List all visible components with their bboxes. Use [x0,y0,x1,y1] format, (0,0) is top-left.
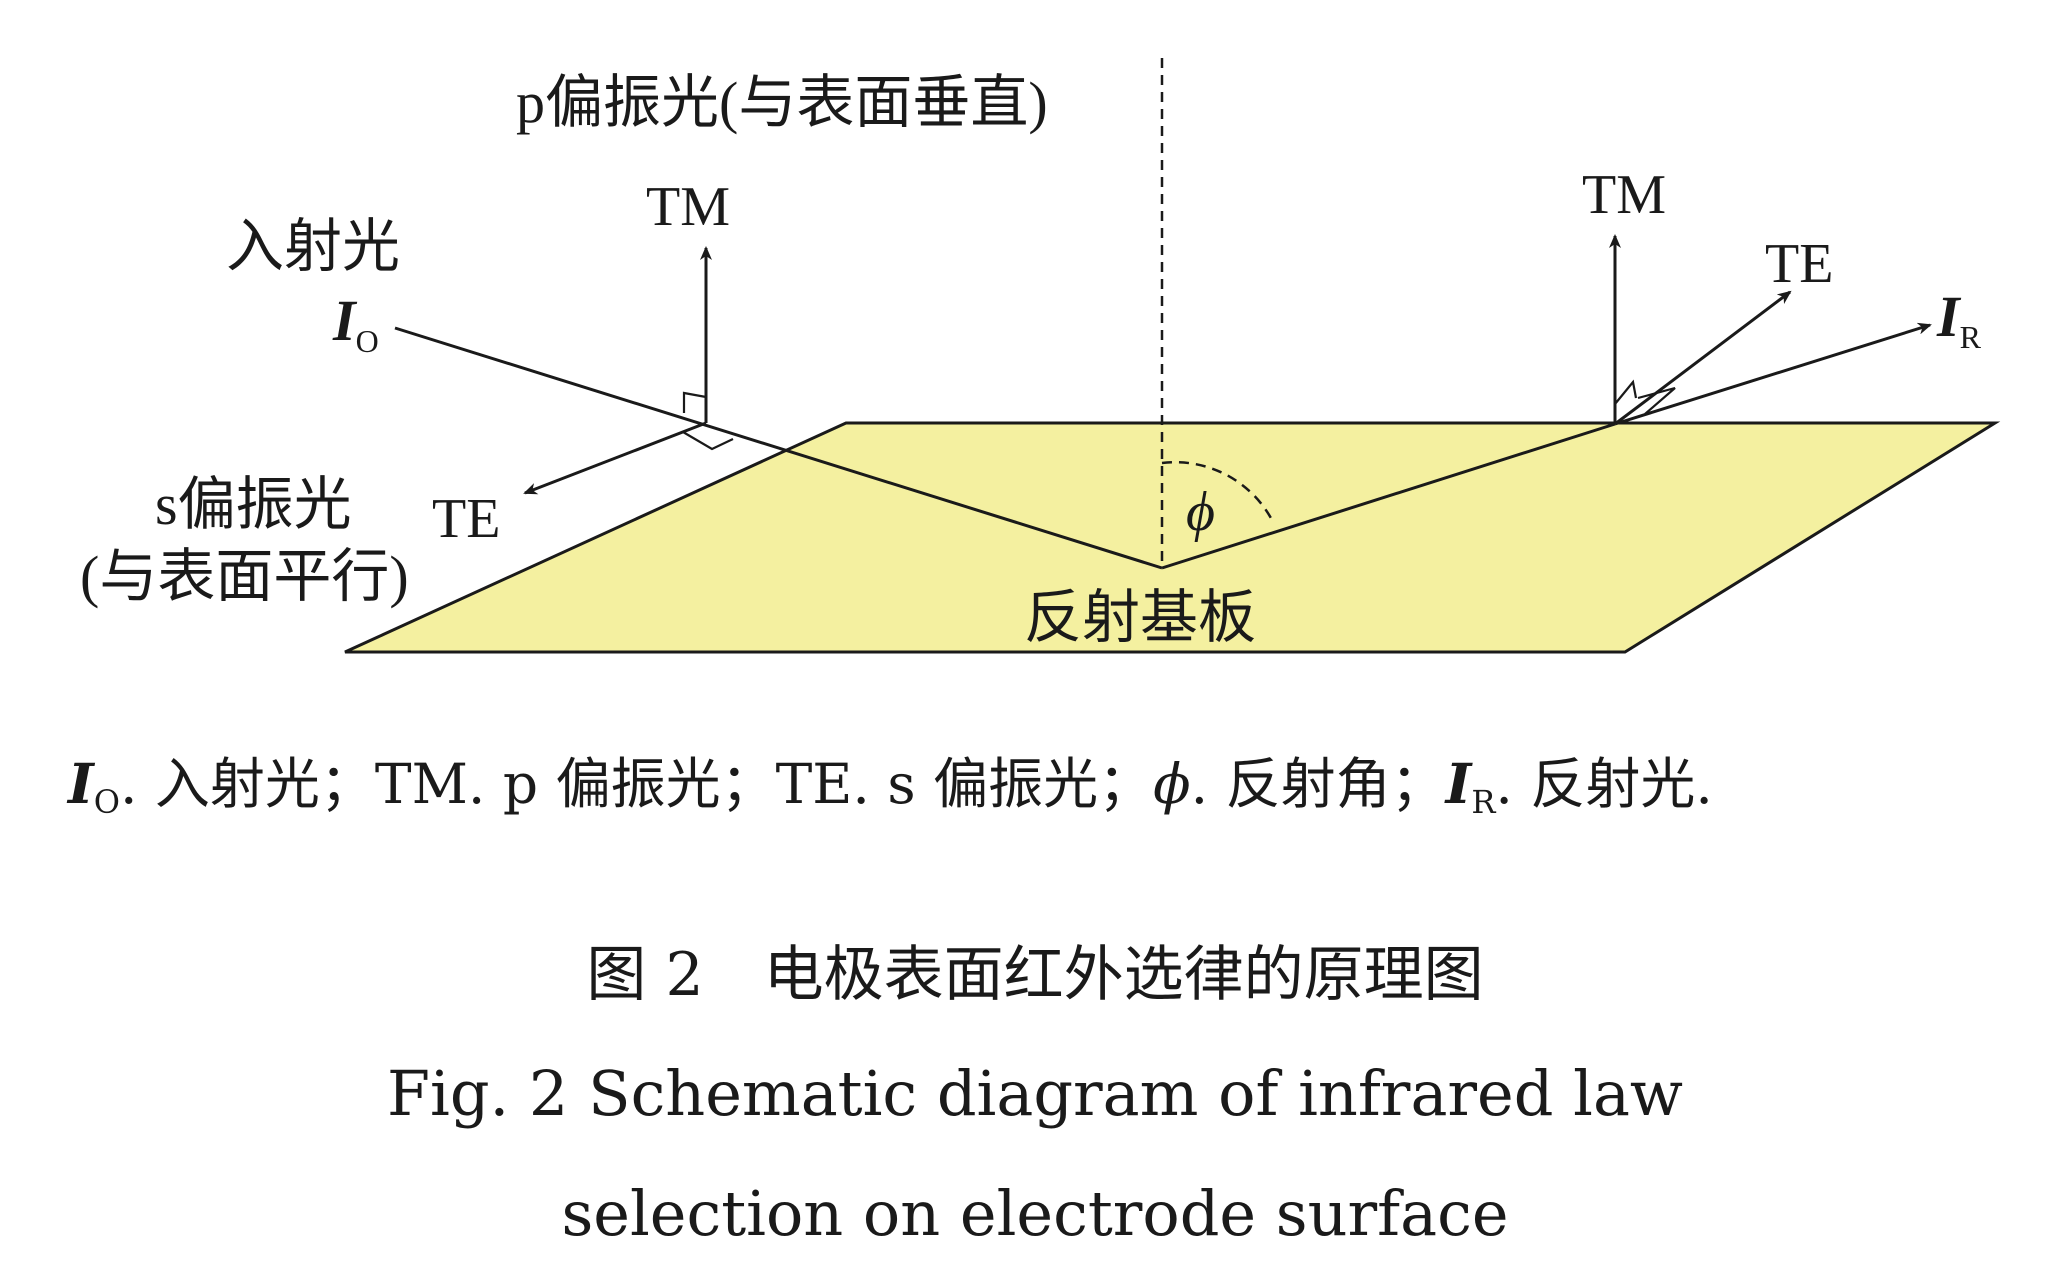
reflected-ray [1161,422,1616,570]
reflected-te-arrow [1614,290,1792,426]
incident-intensity-label: IO [332,288,379,359]
s-polarized-label-line1: s偏振光 [155,472,352,537]
reflected-right-angle-marker-2 [1637,386,1676,415]
incident-tm-label: TM [646,176,730,238]
caption-english-line2: selection on electrode surface [561,1177,1508,1250]
reflected-intensity-label: IR [1936,284,1982,355]
caption-chinese: 图 2 电极表面红外选律的原理图 [586,940,1483,1010]
p-polarized-label: p偏振光(与表面垂直) [516,70,1048,135]
s-polarized-label-line2: (与表面平行) [80,544,409,609]
incident-right-angle-marker [682,391,707,413]
incident-te-label: TE [432,488,500,550]
reflective-substrate-plate [344,421,2001,654]
reflection-angle-symbol: ϕ [1186,481,1215,543]
reflected-ir-arrow [1614,322,1932,426]
caption-english-line1: Fig. 2 Schematic diagram of infrared law [387,1057,1683,1130]
legend-text: IO. 入射光；TM. p 偏振光；TE. s 偏振光；ϕ. 反射角；IR. 反… [66,751,1713,821]
incident-light-label: 入射光 [226,214,400,279]
reflected-right-angle-marker [1614,379,1638,405]
incident-te-arrow [523,421,707,495]
substrate-label: 反射基板 [1024,585,1256,650]
incident-right-angle-marker-2 [682,431,734,451]
incident-ray [394,326,1163,570]
reflected-tm-label: TM [1582,164,1666,226]
reflected-te-label: TE [1765,233,1833,295]
